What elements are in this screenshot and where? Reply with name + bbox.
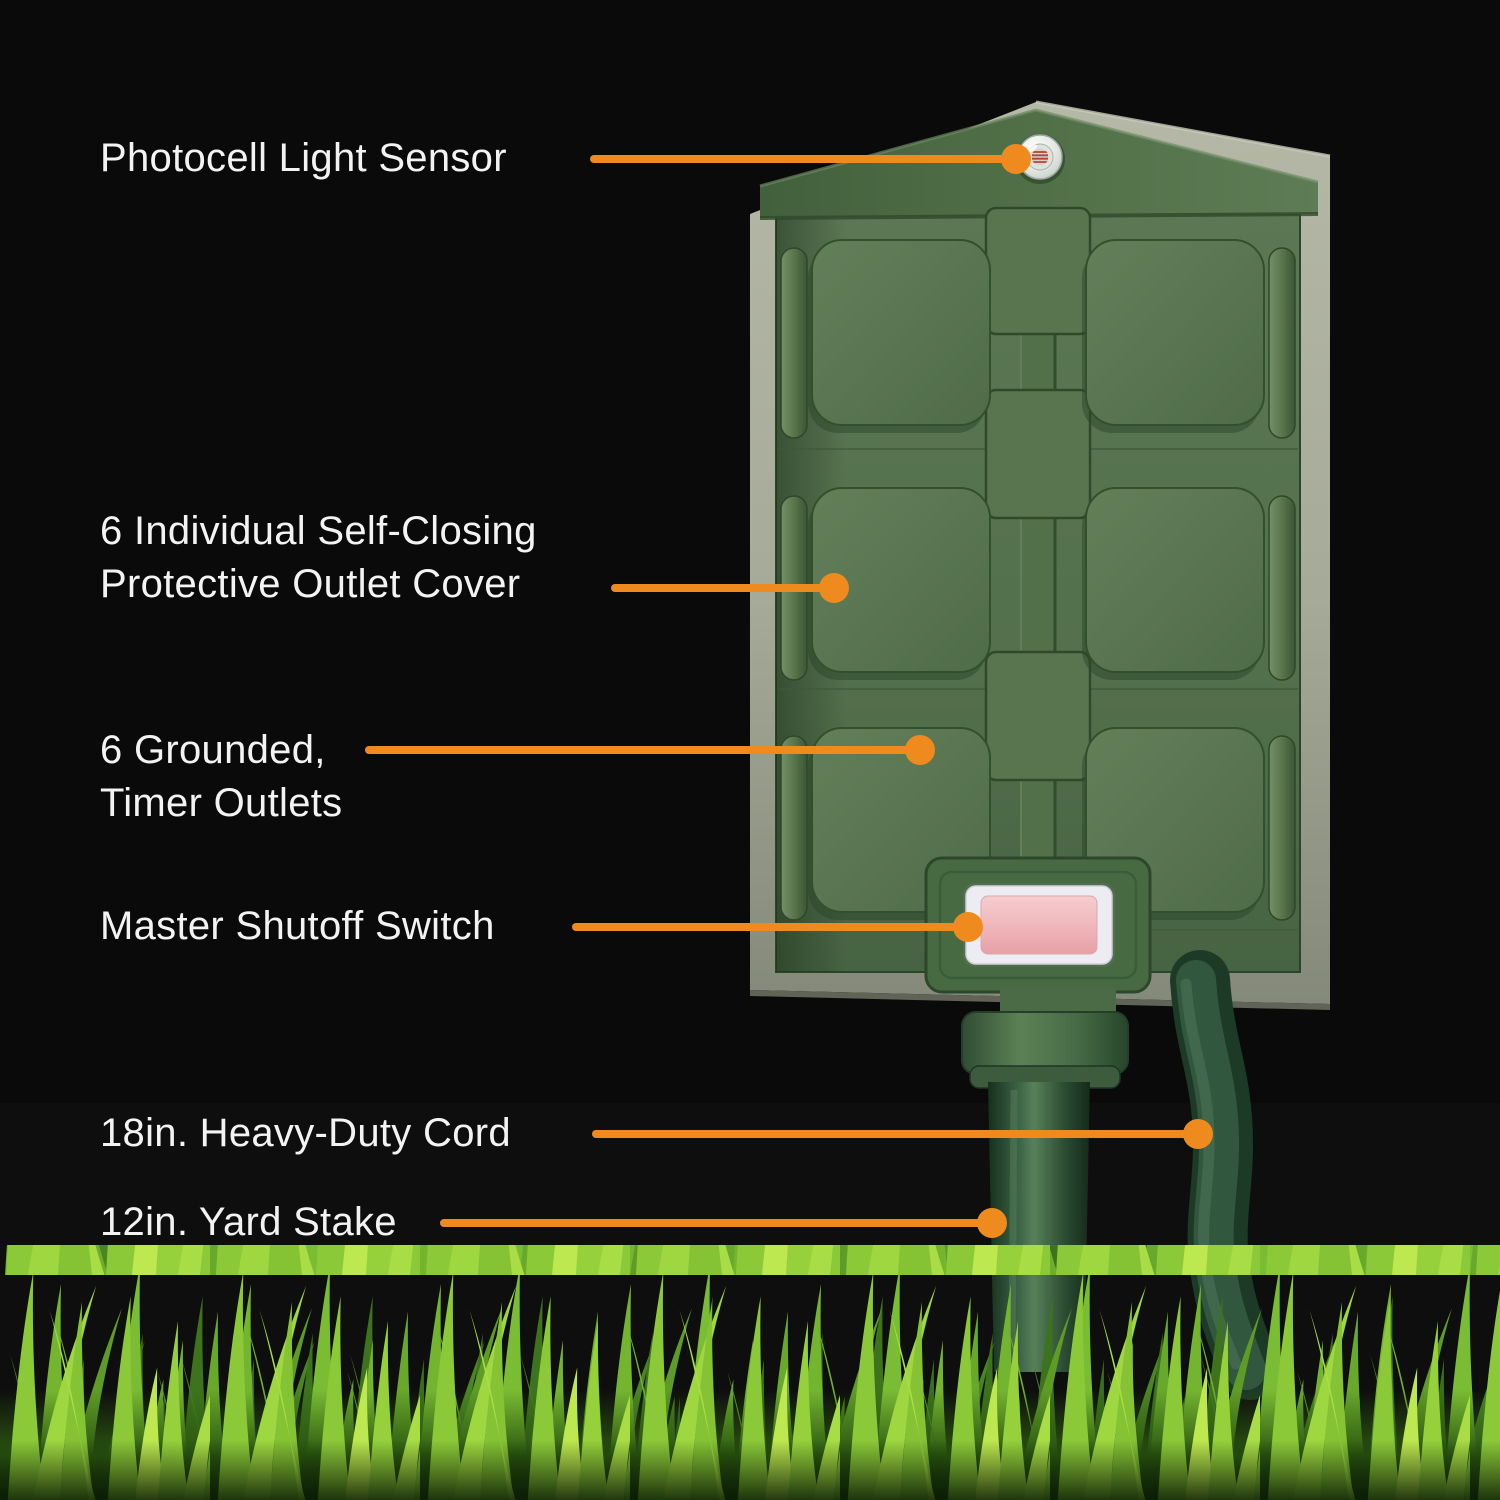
callout-label: 18in. Heavy-Duty Cord: [100, 1107, 511, 1160]
callout-text: Protective Outlet Cover: [100, 562, 521, 606]
callout-label: Photocell Light Sensor: [100, 132, 507, 185]
callout-text: 6 Individual Self-Closing: [100, 509, 537, 553]
center-block-upper: [984, 388, 1092, 520]
master-switch: [924, 856, 1152, 994]
callout-line: [592, 1130, 1198, 1138]
outlet-covers: [808, 239, 1265, 920]
callout-dot: [819, 573, 849, 603]
center-block-lower: [984, 650, 1092, 782]
callout-line: [590, 155, 1016, 163]
switch-rocker: [980, 895, 1098, 955]
callout-dot: [977, 1208, 1007, 1238]
callout-line: [572, 923, 968, 931]
center-spine: [984, 206, 1092, 972]
callout-dot: [1001, 144, 1031, 174]
callout-dot: [953, 912, 983, 942]
callout-line: [365, 746, 920, 754]
callout-text: 6 Grounded,: [100, 728, 326, 772]
outlet-cover: [808, 487, 991, 680]
callout-text: 12in. Yard Stake: [100, 1200, 397, 1244]
callout-label: Master Shutoff Switch: [100, 900, 495, 953]
outlet-cover: [1082, 239, 1265, 433]
outlet-cover: [808, 239, 991, 433]
callout-dot: [905, 735, 935, 765]
grass: [0, 1245, 1500, 1500]
callout-label: 12in. Yard Stake: [100, 1196, 397, 1249]
outlet-cover: [1082, 487, 1265, 680]
top-center-tab: [984, 206, 1092, 336]
callout-label: 6 Individual Self-Closing Protective Out…: [100, 505, 537, 611]
callout-text: Photocell Light Sensor: [100, 136, 507, 180]
callout-text: Master Shutoff Switch: [100, 904, 495, 948]
callout-line: [611, 584, 834, 592]
callout-dot: [1183, 1119, 1213, 1149]
callout-text: Timer Outlets: [100, 781, 343, 825]
callout-line: [440, 1219, 992, 1227]
callout-text: 18in. Heavy-Duty Cord: [100, 1111, 511, 1155]
callout-label: 6 Grounded, Timer Outlets: [100, 724, 342, 830]
